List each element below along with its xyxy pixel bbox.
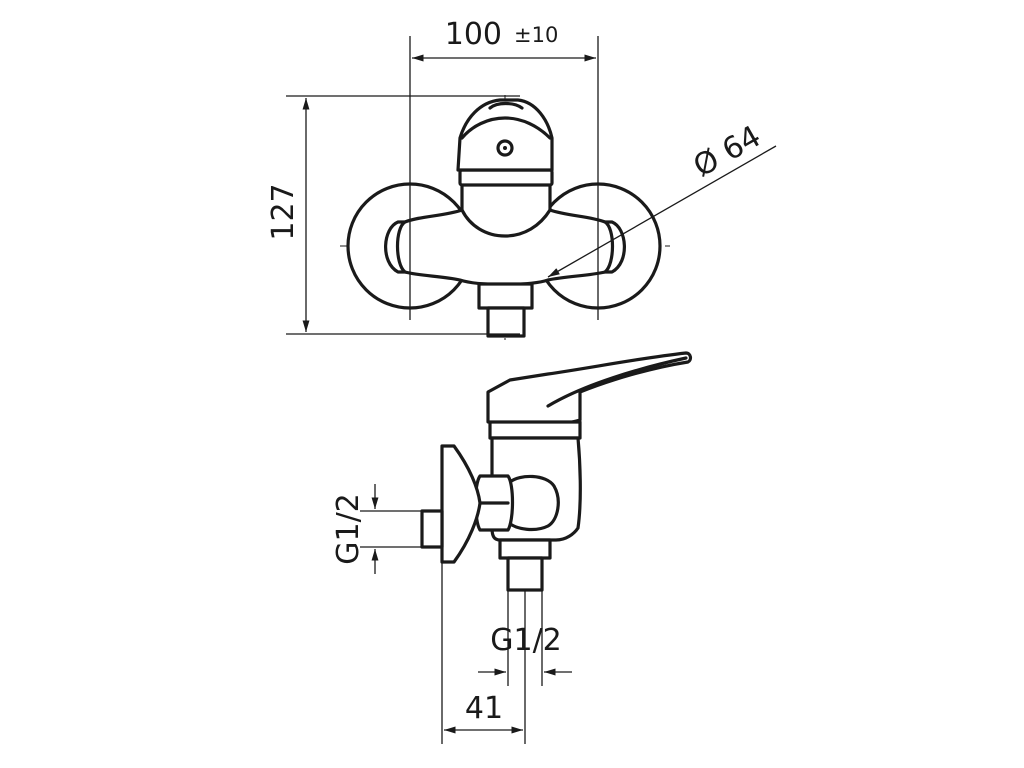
width-tolerance: ±10	[514, 23, 558, 47]
lever-head	[456, 98, 554, 172]
lever-top-contour	[488, 101, 524, 110]
side-escutcheon	[440, 444, 482, 564]
width-label: 100	[445, 17, 502, 52]
outlet-thread	[486, 306, 526, 338]
lever-handle-contour	[546, 356, 688, 408]
inlet-thread	[420, 509, 444, 549]
side-view: G1/2 G1/2 41	[331, 351, 693, 744]
side-collar	[488, 420, 582, 440]
inlet-thread-label: G1/2	[331, 493, 366, 565]
lever-head-contour	[460, 116, 552, 140]
front-view: 100 ±10 127 Ø 64	[266, 17, 777, 340]
diameter-leader	[547, 145, 777, 278]
side-outlet-nut	[498, 538, 552, 560]
height-label: 127	[266, 183, 301, 240]
body-contour	[460, 208, 552, 238]
cartridge-collar	[458, 168, 554, 187]
side-outlet-thread	[506, 556, 544, 592]
mixer-body	[395, 182, 615, 287]
side-body-inner	[506, 474, 560, 532]
screw-dot	[503, 146, 507, 150]
outlet-thread-label: G1/2	[490, 623, 562, 658]
depth-label: 41	[465, 691, 503, 726]
outlet-nut	[477, 282, 534, 310]
